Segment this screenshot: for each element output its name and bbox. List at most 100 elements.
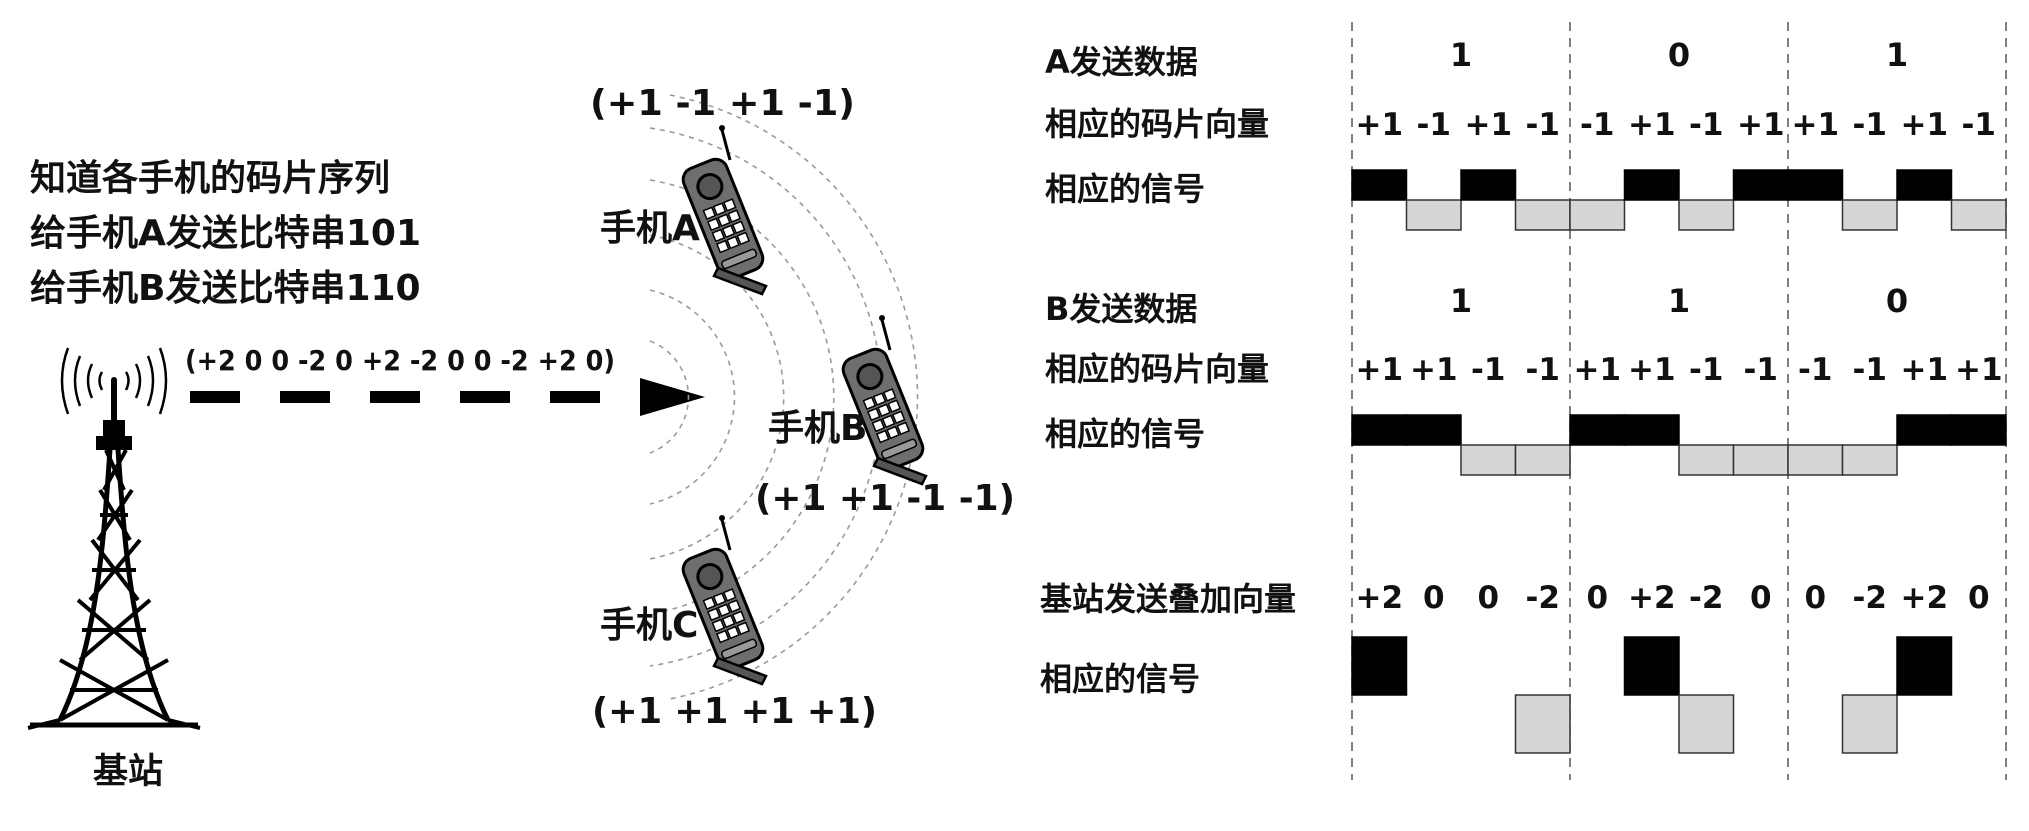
a-chip-value-8: +1 (1791, 107, 1839, 143)
sum-value-0: +2 (1355, 580, 1403, 616)
a-signal-block-0 (1351, 169, 1408, 201)
sum-signal-block-10 (1896, 636, 1953, 696)
a-chip-values: +1-1+1-1-1+1-1+1+1-1+1-1 (1355, 107, 1995, 143)
b-signal-block-0 (1351, 414, 1408, 446)
phone-c-code: (+1 +1 +1 +1) (592, 691, 877, 732)
b-chip-value-9: -1 (1853, 352, 1887, 388)
phone-a-label: 手机A (600, 208, 700, 249)
a-chip-value-0: +1 (1355, 107, 1403, 143)
sum-signal-block-6 (1678, 694, 1735, 754)
b-signal-block-2 (1460, 444, 1517, 476)
b-signal-waveform (1351, 414, 2007, 476)
sum-value-9: -2 (1853, 580, 1887, 616)
base-station-tower-icon (27, 347, 201, 730)
b-chip-value-5: +1 (1628, 352, 1676, 388)
a-signal-block-1 (1405, 199, 1462, 231)
phone-a-code: (+1 -1 +1 -1) (590, 83, 855, 124)
b-chip-value-8: -1 (1798, 352, 1832, 388)
b-chip-value-1: +1 (1410, 352, 1458, 388)
b-bit-0: 1 (1450, 282, 1472, 320)
sum-value-1: 0 (1423, 580, 1445, 616)
b-signal-block-7 (1732, 444, 1789, 476)
a-signal-row-label: 相应的信号 (1045, 170, 1205, 208)
a-signal-block-5 (1623, 169, 1680, 201)
b-signal-block-6 (1678, 444, 1735, 476)
a-signal-waveform (1351, 169, 2007, 231)
b-signal-block-1 (1405, 414, 1462, 446)
b-chip-value-0: +1 (1355, 352, 1403, 388)
b-data-row-label: B发送数据 (1045, 290, 1197, 328)
sum-signal-block-3 (1514, 694, 1571, 754)
sum-value-6: -2 (1689, 580, 1723, 616)
b-chip-value-7: -1 (1744, 352, 1778, 388)
a-chip-value-6: -1 (1689, 107, 1723, 143)
a-chip-value-5: +1 (1628, 107, 1676, 143)
info-line-2: 给手机A发送比特串101 (30, 213, 421, 254)
a-signal-block-10 (1896, 169, 1953, 201)
sum-signal-block-5 (1623, 636, 1680, 696)
a-bit-2: 1 (1886, 36, 1908, 74)
b-signal-block-5 (1623, 414, 1680, 446)
a-chip-value-7: +1 (1737, 107, 1785, 143)
sum-signal-block-0 (1351, 636, 1408, 696)
b-chip-value-10: +1 (1900, 352, 1948, 388)
a-signal-block-3 (1514, 199, 1571, 231)
a-chip-value-3: -1 (1526, 107, 1560, 143)
a-chip-value-4: -1 (1580, 107, 1614, 143)
base-station-label: 基站 (93, 752, 163, 792)
a-chip-value-11: -1 (1962, 107, 1996, 143)
b-signal-row-label: 相应的信号 (1045, 415, 1205, 453)
info-line-1: 知道各手机的码片序列 (30, 158, 390, 199)
phone-c: 手机C (+1 +1 +1 +1) (592, 513, 877, 732)
phone-c-icon (678, 513, 768, 686)
b-bit-1: 1 (1668, 282, 1690, 320)
b-chip-value-2: -1 (1471, 352, 1505, 388)
sum-value-3: -2 (1526, 580, 1560, 616)
sum-value-2: 0 (1477, 580, 1499, 616)
b-signal-block-9 (1841, 444, 1898, 476)
a-chips-row-label: 相应的码片向量 (1045, 105, 1269, 143)
a-signal-block-2 (1460, 169, 1517, 201)
a-signal-block-8 (1787, 169, 1844, 201)
a-bit-1: 0 (1668, 36, 1690, 74)
phone-b-icon (838, 313, 928, 486)
a-signal-block-9 (1841, 199, 1898, 231)
b-chip-value-11: +1 (1955, 352, 2003, 388)
a-signal-block-11 (1950, 199, 2007, 231)
b-chips-row-label: 相应的码片向量 (1045, 350, 1269, 388)
sum-value-11: 0 (1968, 580, 1990, 616)
phone-b-code: (+1 +1 -1 -1) (755, 478, 1015, 519)
b-chip-value-6: -1 (1689, 352, 1723, 388)
sum-value-10: +2 (1900, 580, 1948, 616)
b-signal-block-10 (1896, 414, 1953, 446)
b-chip-value-4: +1 (1573, 352, 1621, 388)
b-chip-values: +1+1-1-1+1+1-1-1-1-1+1+1 (1355, 352, 2002, 388)
a-chip-value-9: -1 (1853, 107, 1887, 143)
phone-a: 手机A (+1 -1 +1 -1) (590, 83, 855, 296)
a-chip-value-2: +1 (1464, 107, 1512, 143)
sum-value-7: 0 (1750, 580, 1772, 616)
b-signal-block-8 (1787, 444, 1844, 476)
a-chip-value-1: -1 (1417, 107, 1451, 143)
a-chip-value-10: +1 (1900, 107, 1948, 143)
a-signal-block-4 (1569, 199, 1626, 231)
b-signal-block-11 (1950, 414, 2007, 446)
phone-b-label: 手机B (768, 408, 867, 449)
sum-value-8: 0 (1804, 580, 1826, 616)
sum-signal-row-label: 相应的信号 (1040, 660, 1200, 698)
sum-signal-block-9 (1841, 694, 1898, 754)
a-bit-0: 1 (1450, 36, 1472, 74)
b-signal-block-3 (1514, 444, 1571, 476)
phone-b: 手机B (+1 +1 -1 -1) (755, 313, 1015, 519)
sum-row-label: 基站发送叠加向量 (1040, 580, 1296, 618)
sum-signal-waveform (1351, 636, 1953, 754)
b-chip-value-3: -1 (1526, 352, 1560, 388)
sum-value-5: +2 (1628, 580, 1676, 616)
phone-c-label: 手机C (600, 605, 698, 646)
sum-value-4: 0 (1586, 580, 1608, 616)
a-data-row-label: A发送数据 (1045, 43, 1198, 81)
sum-sequence-label: (+2 0 0 -2 0 +2 -2 0 0 -2 +2 0) (185, 344, 615, 377)
transmit-arrow (190, 378, 705, 416)
